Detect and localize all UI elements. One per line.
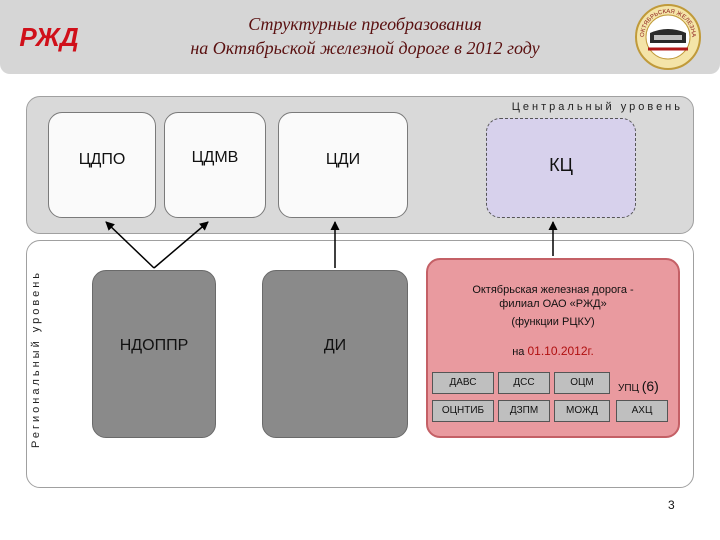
subdivision-upc: УПЦ (6) [618,378,659,394]
cdmv-box: ЦДМВ [164,112,266,218]
regional-level-label: Региональный уровень [30,269,42,448]
subdivision-dss: ДСС [498,372,550,394]
subdivision-dzpm: ДЗПМ [498,400,550,422]
di-box: ДИ [262,270,408,438]
ndoppr-label: НДОППР [119,337,189,354]
subdivision-ocntib: ОЦНТИБ [432,400,494,422]
kc-box: КЦ [486,118,636,218]
rzd-logo: РЖД [19,22,78,52]
svg-text:РЖД: РЖД [19,22,78,52]
railway-name-line2: филиал ОАО «РЖД» [499,298,607,310]
di-label: ДИ [323,337,347,354]
subdivision-ocm: ОЦМ [554,372,610,394]
railway-name-line1: Октябрьская железная дорога - [472,284,634,296]
railway-functions: (функции РЦКУ) [511,316,595,328]
subdivision-mozhd: МОЖД [554,400,610,422]
kc-label: КЦ [549,155,573,175]
header-bar: РЖД Структурные преобразования на Октябр… [0,0,720,74]
upc-label: УПЦ [618,383,639,394]
october-railway-emblem: ОКТЯБРЬСКАЯ ЖЕЛЕЗНАЯ ДОРОГА [634,3,701,70]
slide-title-line1: Структурные преобразования [248,14,482,34]
page-number: 3 [668,498,675,512]
subdivision-davs: ДАВС [432,372,494,394]
cdi-label: ЦДИ [325,151,361,168]
railway-date: на 01.10.2012г. [512,344,594,358]
subdivision-ahc: АХЦ [616,400,668,422]
upc-count: (6) [641,378,659,394]
cdpo-box: ЦДПО [48,112,156,218]
cdpo-label: ЦДПО [78,151,126,168]
cdmv-label: ЦДМВ [191,149,239,166]
cdi-box: ЦДИ [278,112,408,218]
date-value: 01.10.2012г. [527,344,594,358]
central-level-label: Центральный уровень [511,101,683,113]
ndoppr-box: НДОППР [92,270,216,438]
slide-title-line2: на Октябрьской железной дороге в 2012 го… [190,38,540,58]
